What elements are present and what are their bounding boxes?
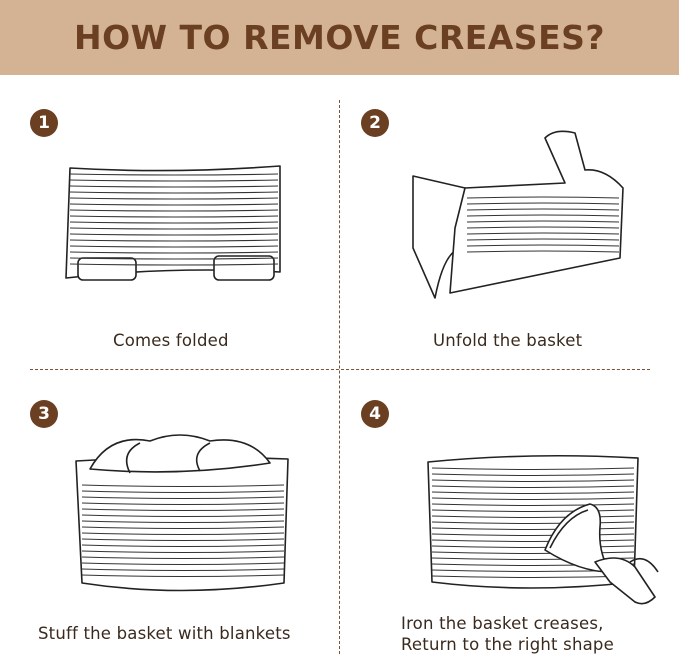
- vertical-divider: [339, 100, 340, 654]
- stuffed-basket-icon: [75, 434, 289, 592]
- unfolding-basket-icon: [412, 130, 624, 299]
- step-4-badge: 4: [361, 400, 389, 428]
- step-1-badge: 1: [30, 109, 58, 137]
- step-4-caption: Iron the basket creases, Return to the r…: [401, 613, 614, 655]
- step-4-caption-line-2: Return to the right shape: [401, 635, 614, 654]
- step-1-caption: Comes folded: [113, 331, 229, 350]
- step-3-badge: 3: [30, 400, 58, 428]
- iron-basket-icon: [427, 454, 659, 605]
- folded-basket-icon: [65, 165, 281, 281]
- step-2-badge: 2: [361, 109, 389, 137]
- horizontal-divider: [30, 369, 650, 370]
- step-3-caption: Stuff the basket with blankets: [38, 624, 291, 643]
- header-banner: HOW TO REMOVE CREASES?: [0, 0, 679, 75]
- page-title: HOW TO REMOVE CREASES?: [73, 18, 606, 57]
- step-4-caption-line-1: Iron the basket creases,: [401, 614, 604, 633]
- step-2-caption: Unfold the basket: [433, 331, 583, 350]
- steam-iron-icon: [544, 503, 659, 605]
